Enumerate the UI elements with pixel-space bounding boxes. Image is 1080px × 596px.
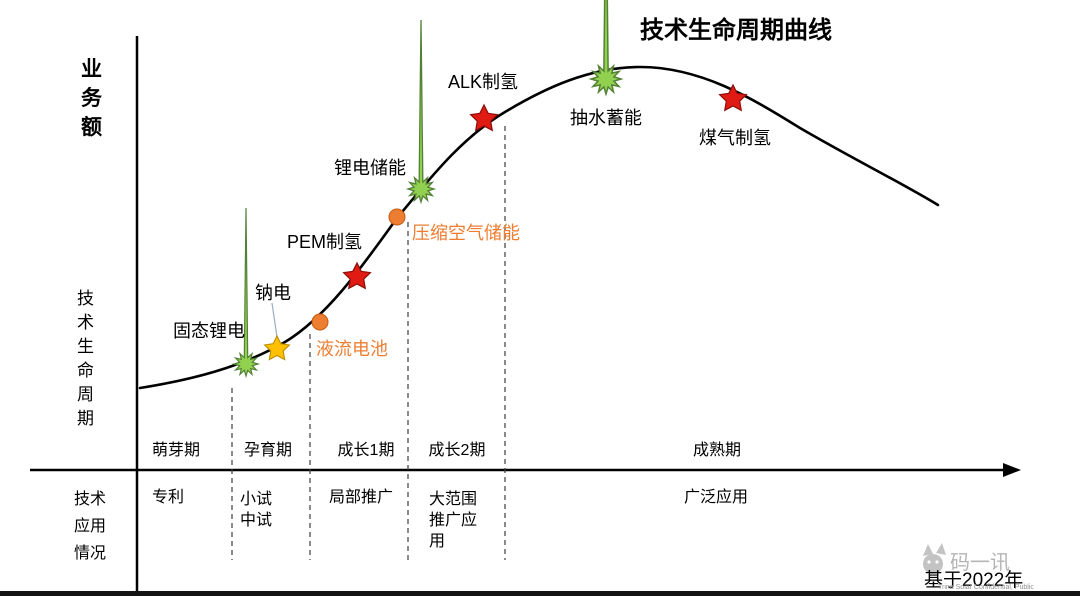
y-axis-label: 业务额 [81, 58, 102, 139]
tech-label-compressed-air-storage: 压缩空气储能 [412, 223, 520, 243]
application-label-large-scale: 大范围推广应用 [429, 491, 478, 550]
marker-flow-battery [311, 313, 329, 331]
stage-label-incubation: 孕育期 [243, 442, 293, 459]
tech-label-solid-state-lithium: 固态锂电 [173, 321, 245, 341]
tech-label-coal-gas-hydrogen: 煤气制氢 [699, 128, 771, 148]
page-title: 技术生命周期曲线 [640, 17, 832, 44]
based-on-year-label: 基于2022年 [924, 570, 1024, 591]
tech-label-alk-hydrogen: ALK制氢 [448, 72, 519, 92]
marker-coal-gas-hydrogen [720, 85, 747, 110]
application-label-local-promotion: 局部推广 [329, 489, 394, 506]
marker-compressed-air-storage [388, 208, 406, 226]
mayixun-logo-icon [923, 543, 946, 574]
marker-lithium-storage [408, 20, 434, 202]
tech-label-flow-battery: 液流电池 [316, 339, 388, 359]
marker-alk-hydrogen [471, 105, 498, 130]
slide-bottom-bar [0, 591, 1080, 596]
stage-label-maturity: 成熟期 [692, 442, 742, 459]
application-label-wide-use: 广泛应用 [684, 489, 749, 506]
stage-label-budding: 萌芽期 [151, 442, 201, 459]
watermark-text: 码一讯 [950, 552, 1010, 574]
left-axis-label: 技术生命周期 [77, 289, 94, 428]
sodium-battery-leader-line [271, 302, 278, 338]
stage-label-growth-1: 成长1期 [337, 442, 395, 459]
marker-sodium-battery [265, 336, 290, 360]
tech-label-sodium-battery: 钠电 [255, 283, 291, 303]
application-label-pilot: 小试中试 [240, 491, 273, 529]
tech-label-pem-hydrogen: PEM制氢 [287, 232, 363, 252]
bottom-left-label: 技术应用情况 [74, 491, 107, 562]
confidential-note: Trina Solar Confidential, Public [938, 584, 1034, 591]
x-axis-arrow [1003, 463, 1021, 477]
lifecycle-curve [138, 65, 940, 390]
stage-label-growth-2: 成长2期 [428, 442, 486, 459]
tech-label-pumped-hydro: 抽水蓄能 [570, 108, 642, 128]
marker-pumped-hydro [591, 0, 621, 94]
tech-label-lithium-storage: 锂电储能 [334, 158, 406, 178]
application-label-patent: 专利 [152, 489, 185, 506]
